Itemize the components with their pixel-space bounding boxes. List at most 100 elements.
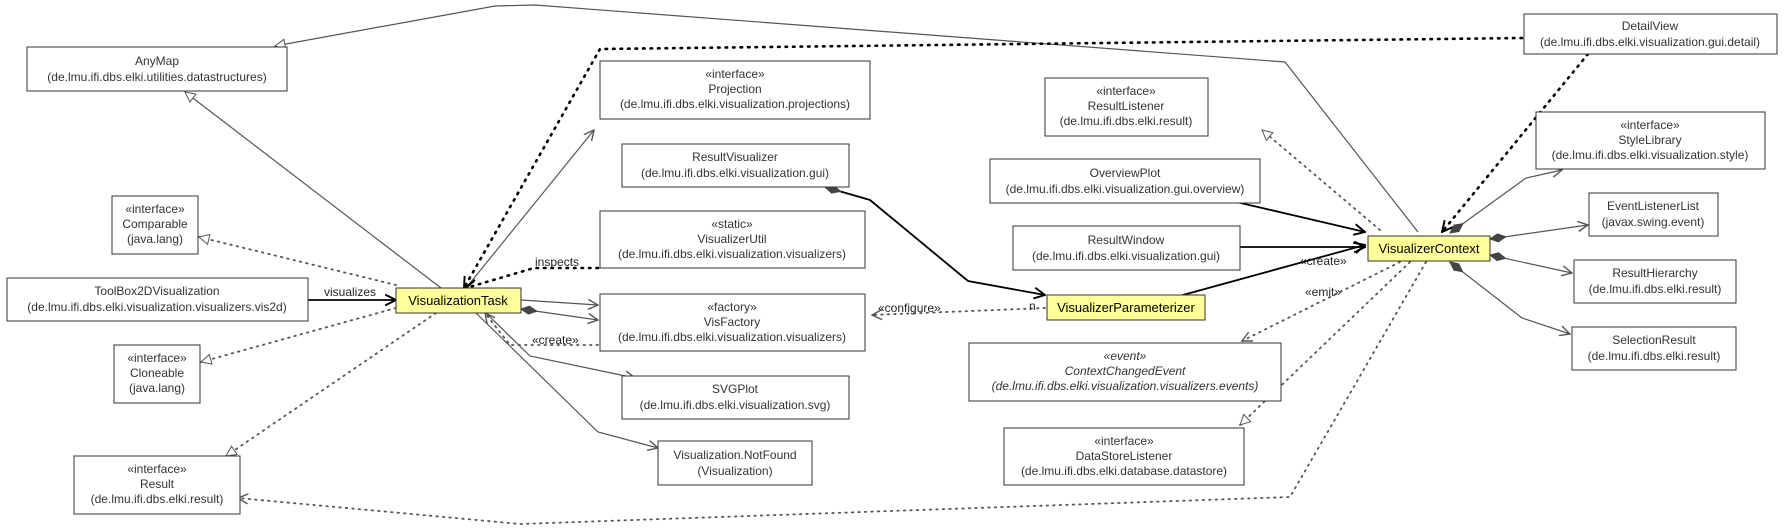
class-resultvisualizer-line-0: ResultVisualizer [692, 150, 778, 164]
class-projection-line-1: Projection [708, 82, 761, 96]
edge-viscontext-result [238, 261, 1427, 525]
class-eventlistenerlist-line-0: EventListenerList [1607, 199, 1700, 213]
class-resulthierarchy[interactable]: ResultHierarchy (de.lmu.ifi.dbs.elki.res… [1573, 259, 1737, 304]
edge-vistask-projection [465, 130, 594, 289]
edge-viscontext-anymap [275, 4, 1419, 233]
edge-label-create-task: «create» [532, 333, 579, 347]
class-viscontext[interactable]: VisualizerContext [1367, 235, 1491, 262]
class-eventlistenerlist[interactable]: EventListenerList (javax.swing.event) [1588, 192, 1719, 237]
class-result-line-0: «interface» [127, 462, 187, 476]
class-datastorelistener-line-0: «interface» [1094, 434, 1154, 448]
edge-viscontext-eventlistenerlist [1490, 225, 1588, 239]
edge-viscontext-stylelibrary [1450, 170, 1562, 233]
class-cloneable[interactable]: «interface» Cloneable (java.lang) [113, 344, 201, 404]
class-selectionresult[interactable]: SelectionResult (de.lmu.ifi.dbs.elki.res… [1571, 326, 1737, 371]
class-notfound-line-1: (Visualization) [697, 464, 772, 478]
class-detailview-line-1: (de.lmu.ifi.dbs.elki.visualization.gui.d… [1540, 35, 1760, 49]
class-visparam-line-0: VisualizerParameterizer [1057, 300, 1195, 315]
class-overviewplot[interactable]: OverviewPlot (de.lmu.ifi.dbs.elki.visual… [989, 158, 1261, 204]
edge-overviewplot-viscontext [1231, 200, 1365, 232]
class-resulthierarchy-line-1: (de.lmu.ifi.dbs.elki.result) [1589, 282, 1722, 296]
edge-label-configure: «configure» [878, 301, 941, 315]
edge-resultvisualizer-visparam [825, 187, 1045, 295]
class-stylelibrary-line-0: «interface» [1620, 118, 1680, 132]
edge-vistask-svgplot [485, 312, 635, 378]
class-visualizerutil-line-1: VisualizerUtil [697, 232, 766, 246]
class-toolbox2d-line-1: (de.lmu.ifi.dbs.elki.visualization.visua… [27, 300, 286, 314]
class-overviewplot-line-0: OverviewPlot [1090, 166, 1161, 180]
class-datastorelistener-line-1: DataStoreListener [1076, 449, 1173, 463]
class-anymap-line-0: AnyMap [135, 54, 179, 68]
class-notfound[interactable]: Visualization.NotFound (Visualization) [657, 440, 813, 486]
class-resultwindow-line-0: ResultWindow [1088, 233, 1165, 247]
class-anymap[interactable]: AnyMap (de.lmu.ifi.dbs.elki.utilities.da… [26, 46, 288, 92]
class-visualizerutil-line-0: «static» [711, 217, 753, 231]
class-comparable-line-2: (java.lang) [127, 232, 183, 246]
class-eventlistenerlist-line-1: (javax.swing.event) [1602, 215, 1705, 229]
edge-viscontext-resulthierarchy [1490, 255, 1572, 273]
class-result[interactable]: «interface» Result (de.lmu.ifi.dbs.elki.… [73, 455, 241, 515]
class-detailview[interactable]: DetailView (de.lmu.ifi.dbs.elki.visualiz… [1523, 13, 1778, 55]
class-vistask[interactable]: VisualizationTask [395, 287, 522, 314]
class-projection-line-2: (de.lmu.ifi.dbs.elki.visualization.proje… [620, 97, 850, 111]
class-comparable[interactable]: «interface» Comparable (java.lang) [111, 195, 199, 255]
class-comparable-line-0: «interface» [125, 202, 185, 216]
edge-vistask-cloneable [201, 307, 397, 362]
class-stylelibrary[interactable]: «interface» StyleLibrary (de.lmu.ifi.dbs… [1535, 111, 1766, 170]
class-overviewplot-line-1: (de.lmu.ifi.dbs.elki.visualization.gui.o… [1006, 182, 1245, 196]
class-visualizerutil-line-2: (de.lmu.ifi.dbs.elki.visualization.visua… [618, 247, 846, 261]
class-resulthierarchy-line-0: ResultHierarchy [1612, 266, 1697, 280]
class-projection[interactable]: «interface» Projection (de.lmu.ifi.dbs.e… [599, 60, 871, 120]
edge-label-inspects: inspects [535, 255, 579, 269]
edge-label-emit: «emit» [1305, 285, 1341, 299]
class-svgplot[interactable]: SVGPlot (de.lmu.ifi.dbs.elki.visualizati… [621, 375, 850, 420]
class-visfactory[interactable]: «factory» VisFactory (de.lmu.ifi.dbs.elk… [599, 293, 866, 352]
class-projection-line-0: «interface» [705, 67, 765, 81]
class-contextchanged-line-2: (de.lmu.ifi.dbs.elki.visualization.visua… [992, 379, 1259, 393]
edge-detailview-vistask [462, 36, 1524, 288]
edge-viscontext-contextchanged [1242, 261, 1401, 342]
edge-label-visualizes: visualizes [324, 285, 376, 299]
edge-labels: visualizes inspects «create» «configure»… [324, 254, 1347, 347]
class-cloneable-line-0: «interface» [127, 351, 187, 365]
edge-vistask-anymap [185, 92, 442, 289]
edge-vistask-visfactory-2 [521, 309, 598, 320]
class-stylelibrary-line-2: (de.lmu.ifi.dbs.elki.visualization.style… [1552, 148, 1749, 162]
class-resultlistener-line-1: ResultListener [1088, 99, 1165, 113]
class-toolbox2d[interactable]: ToolBox2DVisualization (de.lmu.ifi.dbs.e… [6, 277, 309, 322]
class-viscontext-line-0: VisualizerContext [1379, 241, 1480, 256]
edge-label-multiplicity: n [1029, 299, 1036, 313]
class-contextchanged[interactable]: «event» ContextChangedEvent (de.lmu.ifi.… [968, 342, 1282, 402]
class-svgplot-line-1: (de.lmu.ifi.dbs.elki.visualization.svg) [640, 398, 831, 412]
class-notfound-line-0: Visualization.NotFound [673, 448, 796, 462]
class-result-line-1: Result [140, 477, 175, 491]
class-datastorelistener[interactable]: «interface» DataStoreListener (de.lmu.if… [1003, 427, 1245, 486]
class-contextchanged-line-1: ContextChangedEvent [1065, 364, 1186, 378]
edge-visparam-viscontext [1171, 245, 1365, 299]
class-visparam[interactable]: VisualizerParameterizer [1046, 294, 1206, 321]
class-resultvisualizer[interactable]: ResultVisualizer (de.lmu.ifi.dbs.elki.vi… [621, 143, 850, 188]
class-visfactory-line-1: VisFactory [704, 315, 760, 329]
class-comparable-line-1: Comparable [122, 217, 188, 231]
edge-detailview-viscontext [1442, 52, 1590, 232]
class-resultlistener[interactable]: «interface» ResultListener (de.lmu.ifi.d… [1044, 77, 1209, 137]
class-resultwindow-line-1: (de.lmu.ifi.dbs.elki.visualization.gui) [1032, 249, 1220, 263]
edge-vistask-visfactory-1 [520, 300, 598, 305]
class-resultvisualizer-line-1: (de.lmu.ifi.dbs.elki.visualization.gui) [641, 166, 829, 180]
class-svgplot-line-0: SVGPlot [712, 382, 759, 396]
class-contextchanged-line-0: «event» [1104, 349, 1147, 363]
edge-vistask-comparable [199, 237, 397, 286]
class-cloneable-line-1: Cloneable [130, 366, 184, 380]
edge-vistask-result [226, 312, 437, 457]
class-visualizerutil[interactable]: «static» VisualizerUtil (de.lmu.ifi.dbs.… [599, 210, 866, 269]
class-detailview-line-0: DetailView [1622, 19, 1679, 33]
class-selectionresult-line-0: SelectionResult [1612, 333, 1696, 347]
edge-viscontext-selectionresult [1450, 262, 1570, 334]
class-vistask-line-0: VisualizationTask [408, 293, 508, 308]
class-resultlistener-line-0: «interface» [1096, 84, 1156, 98]
class-resultwindow[interactable]: ResultWindow (de.lmu.ifi.dbs.elki.visual… [1012, 225, 1241, 271]
edges [185, 4, 1590, 525]
class-cloneable-line-2: (java.lang) [129, 381, 185, 395]
edge-label-create-ctx: «create» [1300, 254, 1347, 268]
